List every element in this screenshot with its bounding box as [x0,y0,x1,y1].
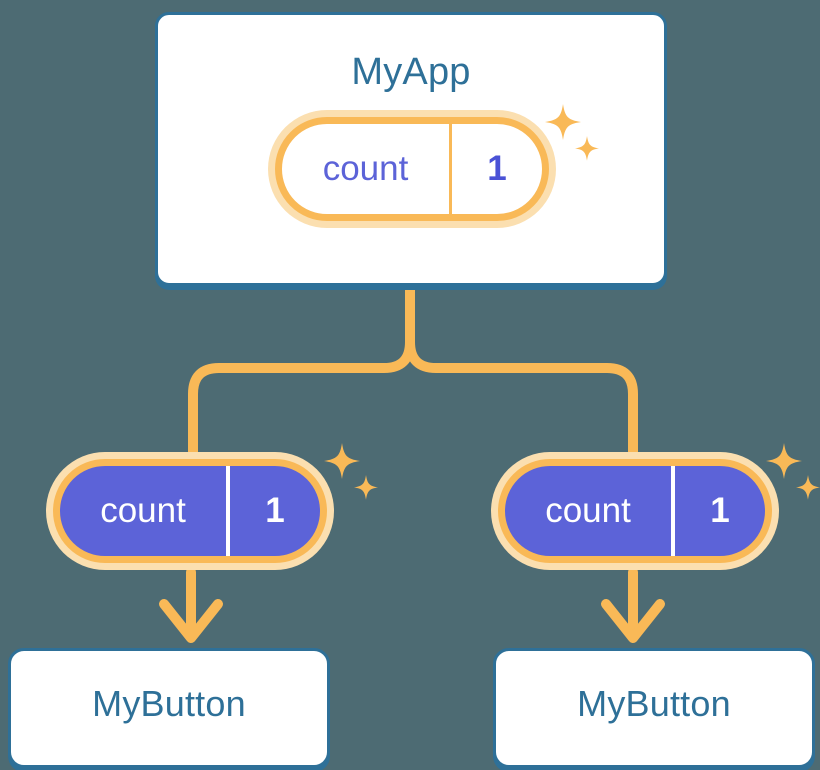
wire-trunk-to-right-pill [405,337,638,457]
state-pill-mybutton-right[interactable]: count 1 [491,452,779,570]
state-pill-inner: count 1 [275,117,549,221]
component-card-mybutton-right[interactable]: MyButton [493,648,815,768]
arrow-left-pill-to-button [159,567,223,643]
component-title: MyButton [92,683,246,724]
wire-trunk-to-left-pill [188,281,415,457]
state-pill-inner: count 1 [53,459,327,563]
component-card-mybutton-left[interactable]: MyButton [8,648,330,768]
page-title: MyApp [351,51,471,93]
state-pill-mybutton-left[interactable]: count 1 [46,452,334,570]
state-key-label: count [505,466,675,556]
state-key-label: count [282,124,452,214]
state-value-label: 1 [265,491,285,530]
state-pill-myapp[interactable]: count 1 [268,110,556,228]
state-value-label: 1 [710,491,730,530]
component-title: MyButton [577,683,731,724]
state-key-label: count [60,466,230,556]
state-value-label: 1 [487,149,507,188]
arrow-right-pill-to-button [601,567,665,643]
state-pill-inner: count 1 [498,459,772,563]
